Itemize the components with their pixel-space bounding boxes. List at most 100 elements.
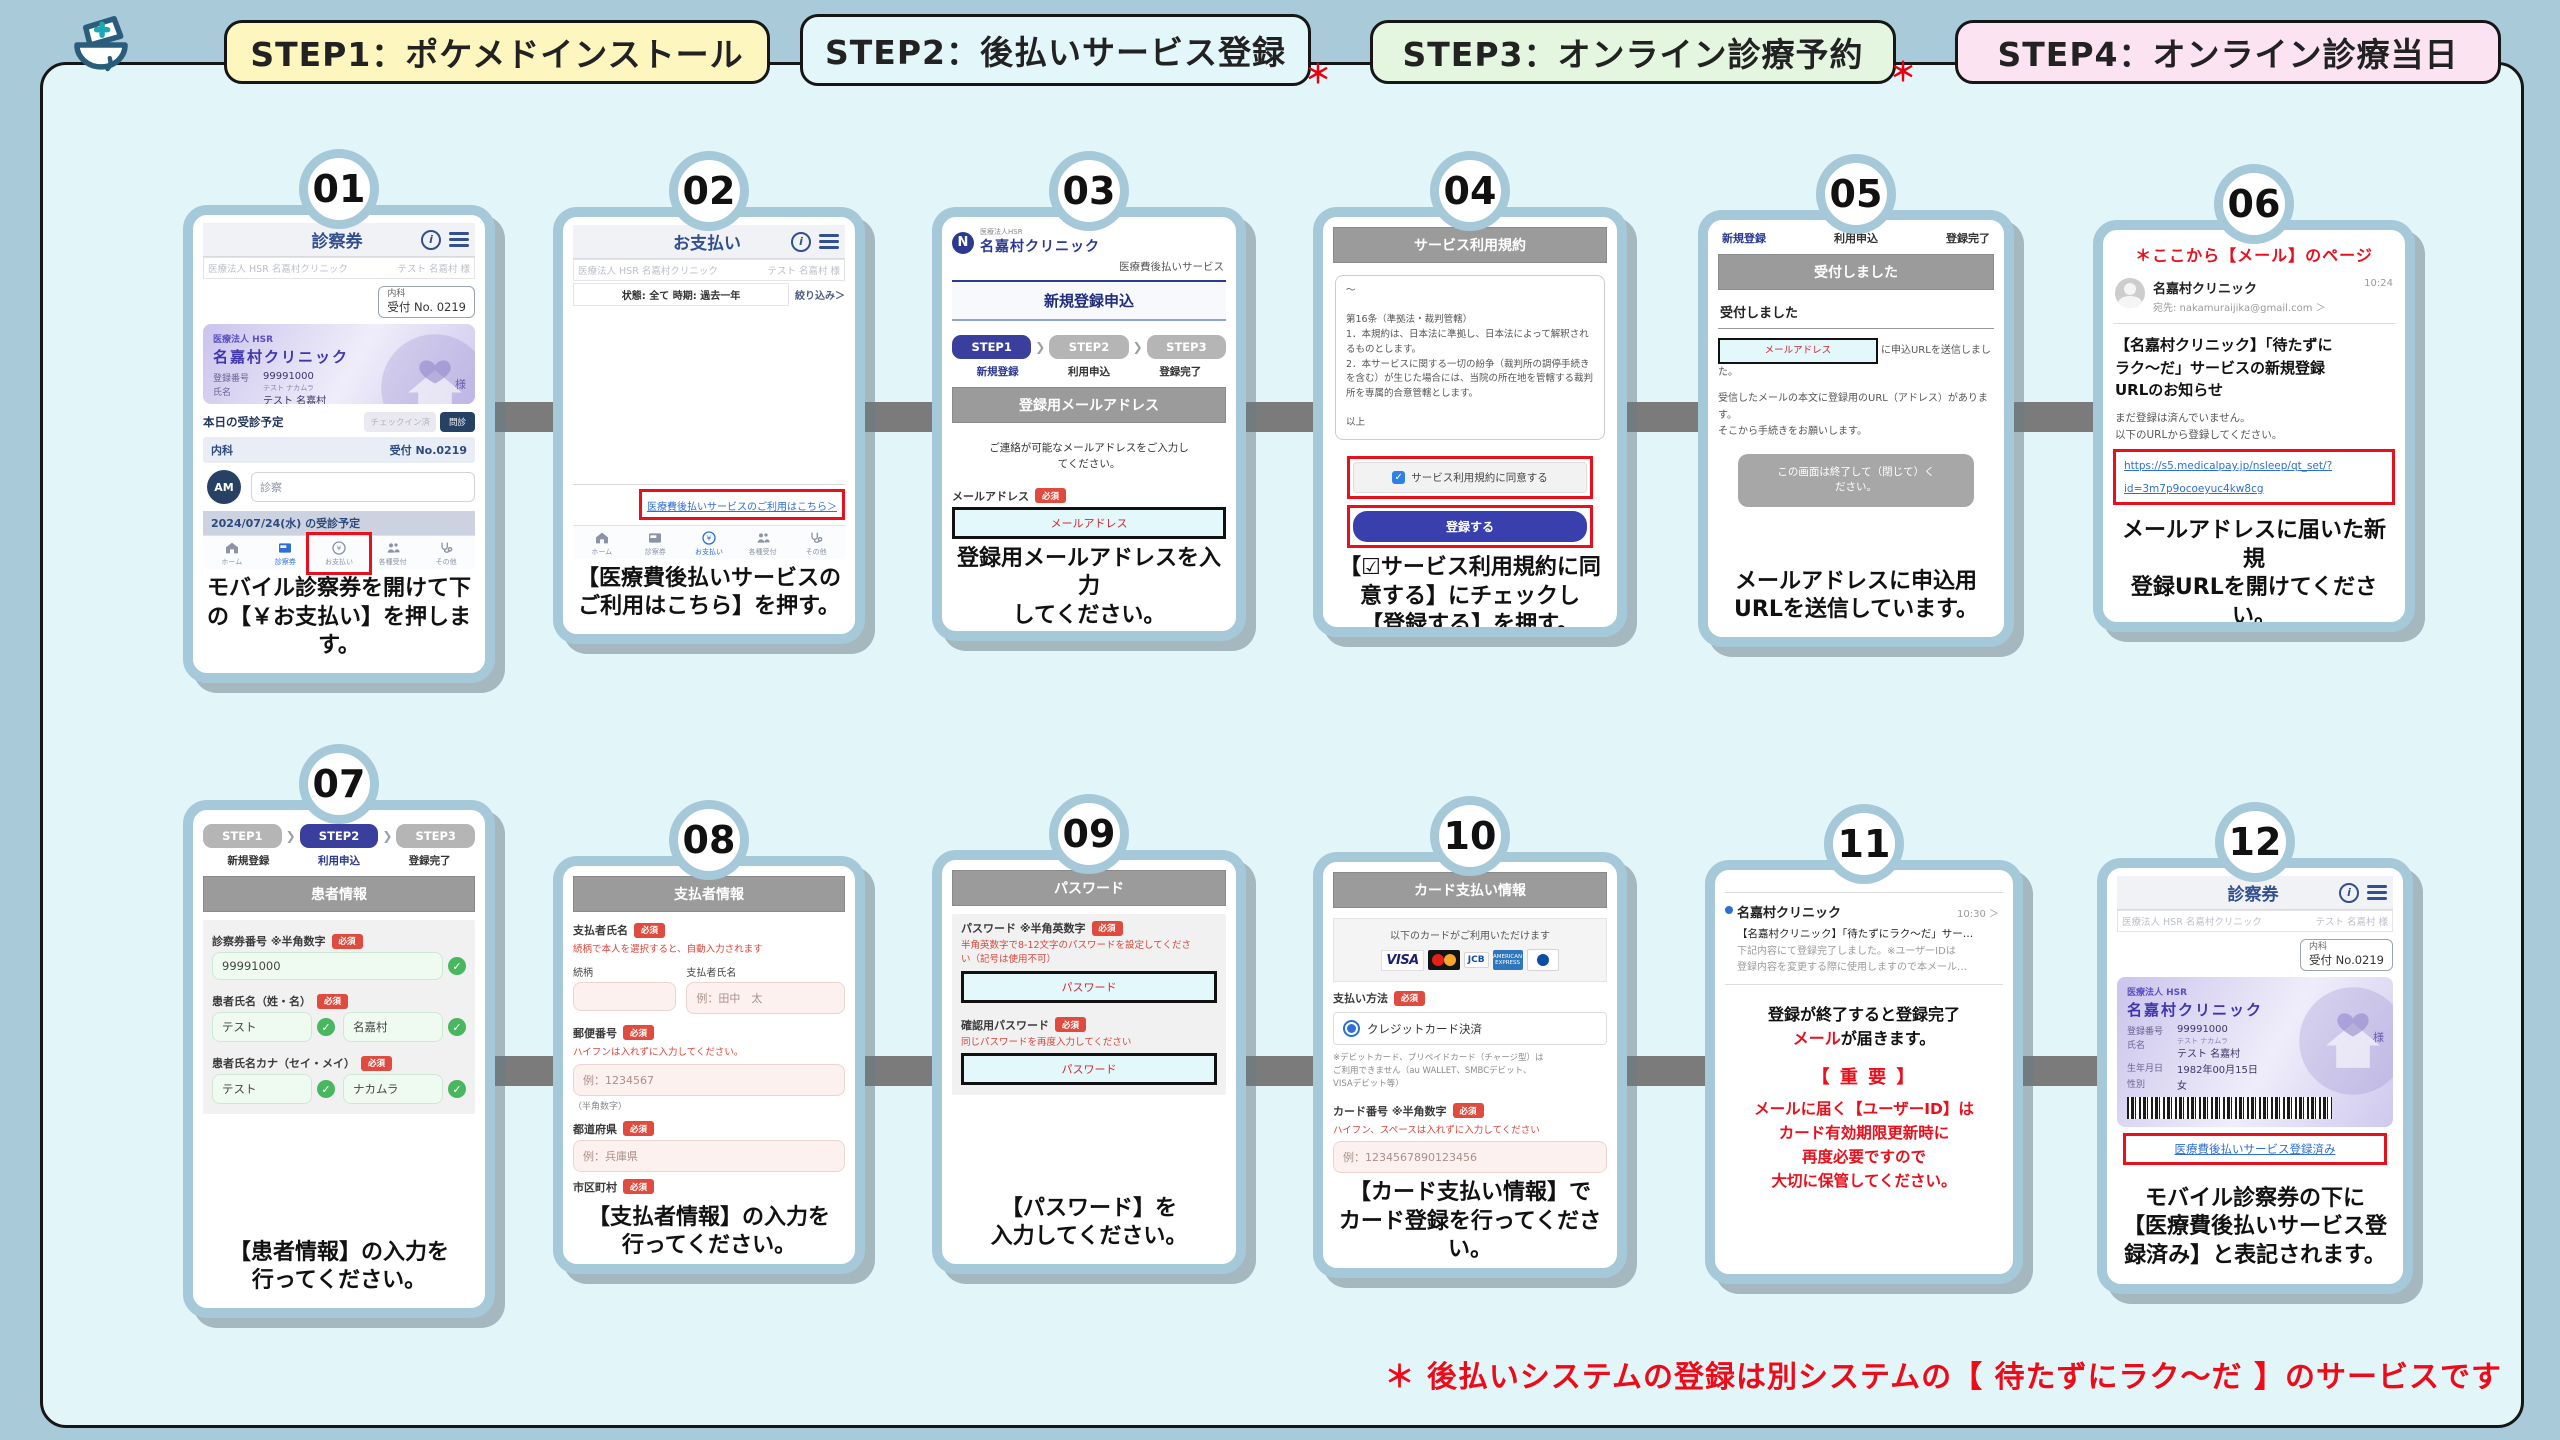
card-number-input[interactable]: 99991000 (212, 952, 443, 980)
nav-other[interactable]: その他 (789, 530, 843, 557)
register-button[interactable]: 登録する (1353, 511, 1587, 543)
link-new-registration[interactable]: 新規登録 (1722, 232, 1766, 245)
highlight-box: https://s5.medicalpay.jp/nsleep/qt_set/?… (2113, 449, 2395, 506)
nav-home[interactable]: ホーム (575, 530, 629, 557)
nav-patient-card[interactable]: 診察券 (629, 530, 683, 557)
card-clinic-name: 名嘉村クリニック (213, 347, 350, 366)
hamburger-menu-icon[interactable] (819, 234, 839, 249)
highlight-box: 登録する (1347, 505, 1593, 549)
card-number-input[interactable]: 例：1234567890123456 (1333, 1141, 1607, 1174)
clinic-name-row: 医療法人 HSR 名嘉村クリニック テスト 名嘉村 様 (2117, 910, 2393, 932)
registered-status-link[interactable]: 医療費後払いサービス登録済み (2174, 1141, 2336, 1156)
section-header: 患者情報 (203, 876, 475, 912)
warning-text: メールに届く【ユーザーID】は カード有効期限更新時に 再度必要ですので 大切に… (1754, 1100, 1974, 1191)
step-caption: 【☑サービス利用規約に同 意する】にチェックし 【登録する】を押す。 (1339, 555, 1601, 627)
first-name-input[interactable]: 名嘉村 (343, 1012, 443, 1042)
hamburger-menu-icon[interactable] (2367, 885, 2387, 900)
first-kana-input[interactable]: ナカムラ (343, 1074, 443, 1104)
phone-step-10: 10 カード支払い情報 以下のカードがご利用いただけます VISA JCB AM… (1313, 796, 1627, 1278)
highlight-box: 医療費後払いサービス登録済み (2123, 1132, 2387, 1165)
prefecture-input[interactable]: 例：兵庫県 (573, 1139, 845, 1172)
valid-check-icon: ✓ (317, 1080, 335, 1098)
nav-other[interactable]: その他 (419, 540, 473, 567)
last-kana-input[interactable]: テスト (212, 1074, 312, 1104)
hamburger-menu-icon[interactable] (449, 232, 469, 247)
radio-selected-icon[interactable] (1343, 1020, 1360, 1037)
visa-logo: VISA (1381, 949, 1424, 971)
phone-step-01: 01 診察券 i 医療法人 HSR 名嘉村クリニック テスト 名嘉村 様 内科 … (183, 149, 495, 683)
info-icon[interactable]: i (791, 231, 811, 252)
email-input[interactable]: メールアドレス (952, 506, 1226, 539)
mail-list-item[interactable]: 名嘉村クリニック 10:30 ＞ 【名嘉村クリニック】「待たずにラク～だ」サー…… (1725, 892, 2003, 985)
last-name-input[interactable]: テスト (212, 1012, 312, 1042)
valid-check-icon: ✓ (448, 1018, 466, 1036)
nav-payment[interactable]: ¥お支払い (306, 532, 372, 576)
checkin-button[interactable]: チェックイン済 (364, 412, 436, 433)
agree-checkbox-row[interactable]: ✓ サービス利用規約に同意する (1353, 462, 1587, 494)
deferred-pay-link[interactable]: 医療費後払いサービスのご利用はこちら＞ (647, 501, 837, 513)
required-badge: 必須 (1035, 488, 1067, 503)
step-number-badge: 06 (2214, 164, 2294, 244)
step-pill: STEP3 (1146, 335, 1227, 359)
svg-text:¥: ¥ (337, 544, 342, 553)
info-icon[interactable]: i (421, 229, 441, 250)
date-row: 2024/07/24(水) の受診予定 (203, 511, 475, 536)
mail-time: 10:30 ＞ (1957, 909, 1999, 920)
tab-step1-install[interactable]: STEP1：ポケメドインストール (224, 20, 770, 84)
close-screen-button[interactable]: この画面は終了して（閉じて）く ださい。 (1738, 453, 1974, 508)
info-icon[interactable]: i (2339, 882, 2359, 903)
required-badge: 必須 (1091, 920, 1123, 936)
link-complete[interactable]: 登録完了 (1946, 232, 1990, 245)
step-number-badge: 09 (1049, 794, 1129, 874)
flow-connector (1237, 402, 1323, 432)
app-title: お支払い (673, 234, 741, 254)
valid-check-icon: ✓ (448, 957, 466, 975)
svg-text:¥: ¥ (707, 533, 712, 542)
relationship-input[interactable] (573, 981, 677, 1011)
zip-input[interactable]: 例：1234567 (573, 1063, 845, 1096)
required-badge: 必須 (623, 1179, 655, 1195)
amex-logo: AMERICAN EXPRESS (1492, 950, 1523, 970)
nav-home[interactable]: ホーム (205, 540, 259, 567)
step-number-badge: 07 (299, 744, 379, 824)
tab-step4-visit-day[interactable]: STEP4：オンライン診療当日 (1955, 20, 2501, 84)
filter-button[interactable]: 絞り込み＞ (795, 291, 845, 302)
mastercard-logo (1427, 950, 1460, 970)
service-name: 医療費後払いサービス (1119, 261, 1224, 273)
payer-name-input[interactable]: 例：田中 太 (686, 981, 845, 1014)
interview-button[interactable]: 問診 (439, 412, 475, 433)
password-input[interactable]: パスワード (961, 970, 1217, 1003)
barcode (2127, 1096, 2332, 1119)
step-number-badge: 01 (299, 149, 379, 229)
required-badge: 必須 (1055, 1017, 1087, 1033)
tab-step3-reserve[interactable]: STEP3：オンライン診療予約＊ (1370, 20, 1916, 88)
mail-sender: 名嘉村クリニック (1737, 906, 1842, 921)
nav-reception[interactable]: 各種受付 (366, 540, 420, 567)
step-pill-active: STEP2 (299, 824, 379, 848)
step-pill-active: STEP1 (952, 335, 1032, 359)
nav-payment[interactable]: ¥お支払い (682, 530, 736, 557)
section-header: サービス利用規約 (1333, 227, 1607, 263)
phone-step-08: 08 支払者情報 支払者氏名必須 続柄で本人を選択すると、自動入力されます 続柄… (553, 800, 865, 1274)
checkbox-checked-icon[interactable]: ✓ (1392, 471, 1406, 485)
nav-reception[interactable]: 各種受付 (736, 530, 790, 557)
nav-patient-card[interactable]: 診察券 (259, 540, 313, 567)
password-confirm-input[interactable]: パスワード (961, 1053, 1217, 1086)
credit-card-radio[interactable]: クレジットカード決済 (1333, 1012, 1607, 1045)
flow-connector (2013, 1056, 2107, 1086)
app-header: 診察券 i (2117, 876, 2393, 910)
required-badge: 必須 (634, 922, 666, 938)
step-pill: STEP1 (203, 824, 282, 848)
jcb-logo: JCB (1463, 952, 1489, 968)
link-apply[interactable]: 利用申込 (1834, 232, 1878, 245)
tab-label: STEP1：ポケメドインストール (250, 35, 744, 74)
step-number-badge: 03 (1049, 151, 1129, 231)
step-progress: STEP1❯ STEP2❯ STEP3 (952, 335, 1227, 359)
tab-step2-deferred-pay[interactable]: STEP2：後払いサービス登録＊ (800, 14, 1331, 90)
completion-note: 登録が終了すると登録完了 メールが届きます。 (1767, 1005, 1960, 1048)
registration-url-link[interactable]: https://s5.medicalpay.jp/nsleep/qt_set/?… (2124, 460, 2333, 496)
form-title: 新規登録申込 (952, 280, 1226, 321)
mail-time: 10:24 (2364, 278, 2393, 289)
